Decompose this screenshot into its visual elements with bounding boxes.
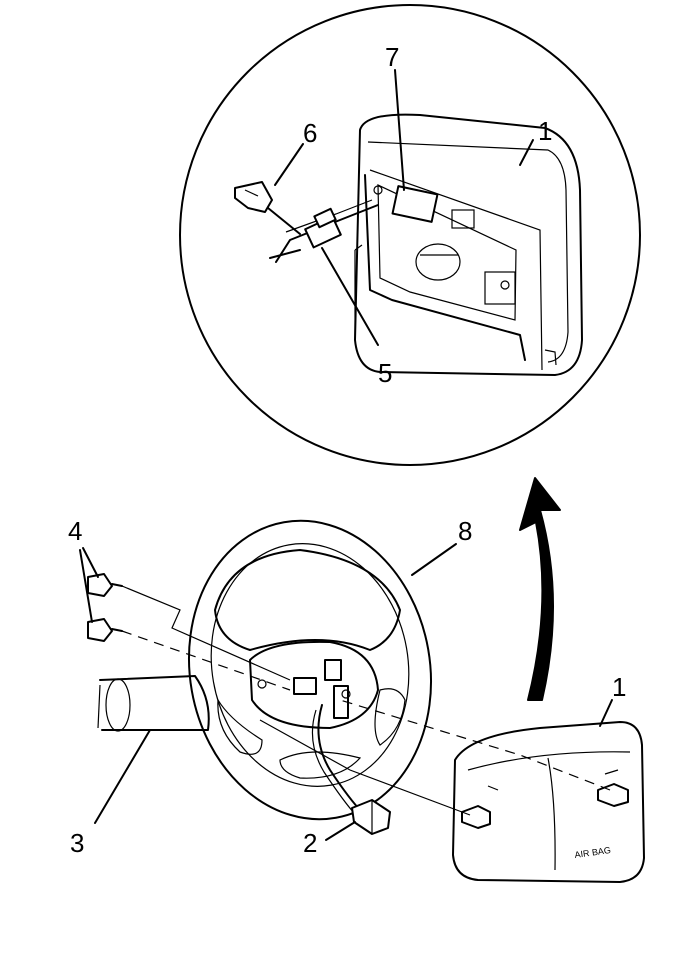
leader-7 [394,69,405,191]
harness-connector [311,704,391,835]
callout-5: 5 [378,358,392,388]
guide-line-module-upper [339,699,611,791]
steering-column [97,675,210,732]
callout-1-top: 1 [538,116,552,146]
guide-line-bolt-lower [121,630,291,691]
callout-6: 6 [303,118,317,148]
bolts [87,573,123,642]
leader-4a [82,547,99,578]
leader-6 [274,143,304,186]
callout-7: 7 [385,42,399,72]
inflator-module-rear [354,113,583,376]
curved-arrow [519,477,561,701]
airbag-module-front: AIR BAG [452,721,645,883]
callout-1-bottom: 1 [612,672,626,702]
leader-6b [267,207,301,235]
detail-connector-assembly [269,199,379,263]
callout-3: 3 [70,828,84,858]
leader-1-top [519,139,534,166]
callout-4: 4 [68,516,82,546]
leader-2 [325,821,356,841]
callout-8: 8 [458,516,472,546]
guide-line-module-lower [259,719,471,816]
leader-4b [79,549,93,623]
guide-line-bolt-upper [121,585,291,681]
detail-view: 7 1 6 5 [179,4,641,466]
leader-5 [321,247,379,346]
steering-wheel [187,519,433,821]
leader-8 [411,543,457,576]
callout-2: 2 [303,828,317,858]
leader-1-bottom [599,699,613,727]
shorting-bar-clip [234,181,273,213]
leader-3 [94,729,151,824]
detail-circle [179,4,641,466]
